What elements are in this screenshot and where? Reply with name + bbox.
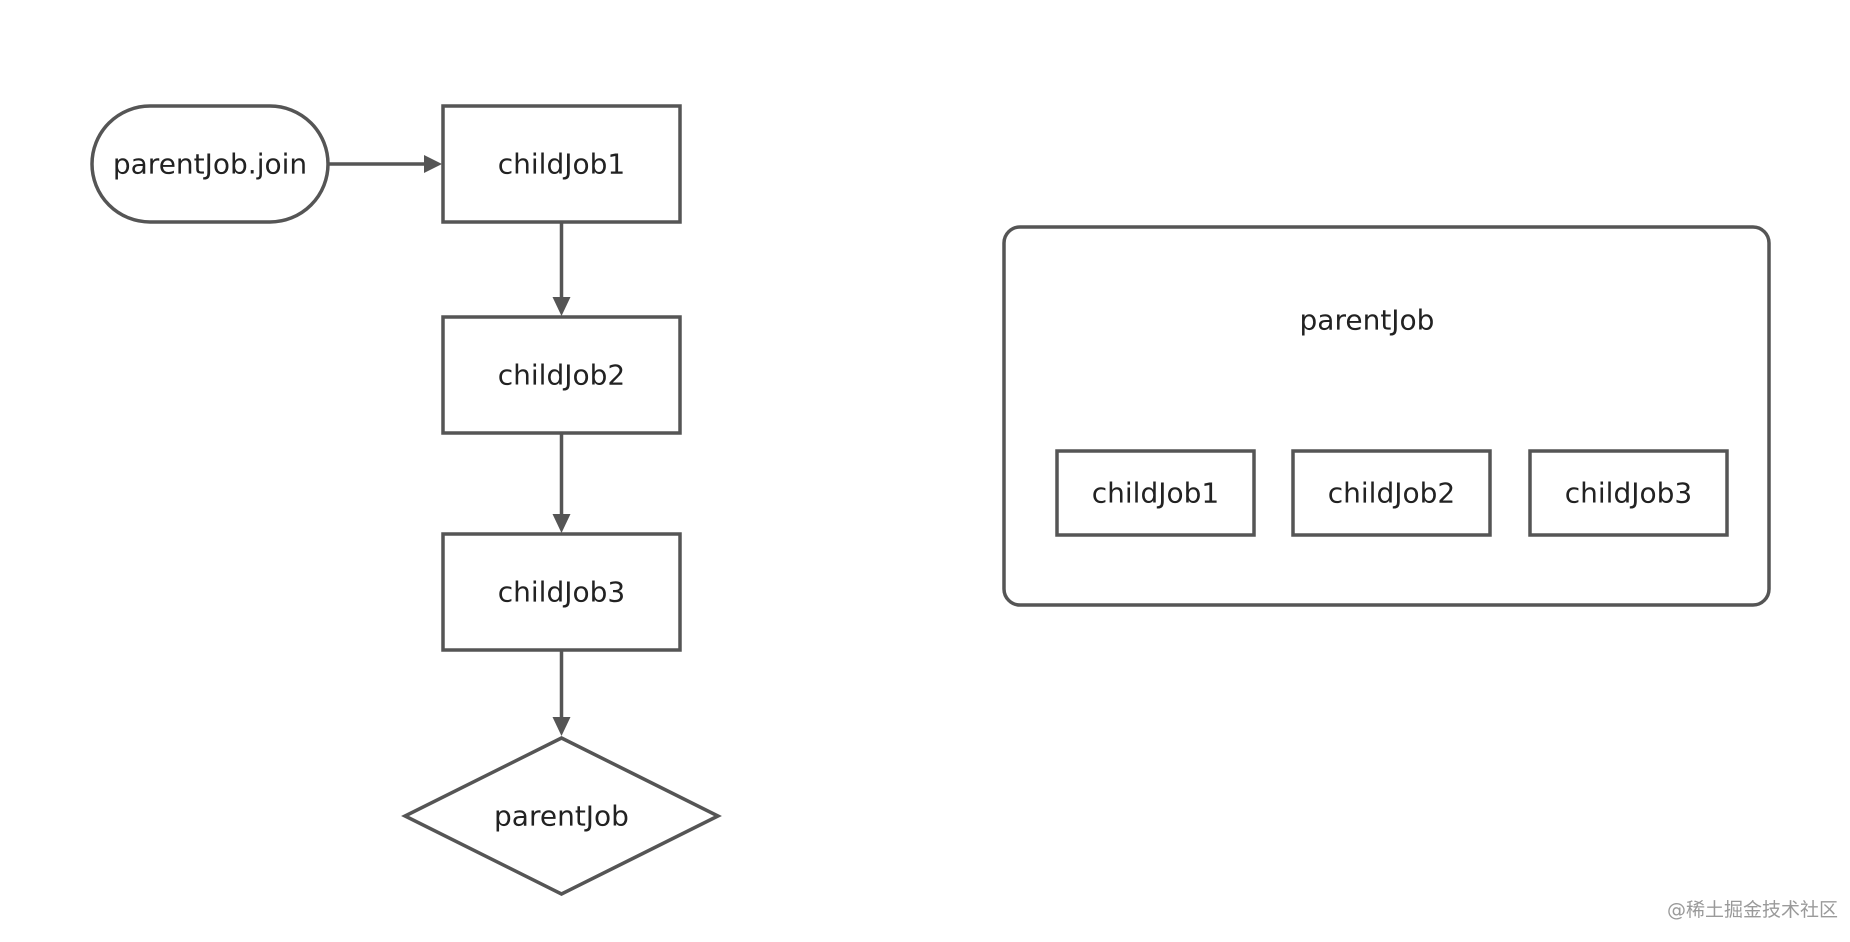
edge-start-to-childjob1 bbox=[328, 155, 442, 173]
flow-node-childjob1-shape bbox=[441, 104, 682, 224]
arrowhead-icon bbox=[424, 155, 442, 173]
edge-childjob2-to-childjob3 bbox=[552, 433, 571, 533]
start-node: parentJob.join bbox=[90, 104, 330, 224]
edge-childjob1-to-childjob2 bbox=[552, 222, 571, 316]
parentjob-container-title: parentJob bbox=[1300, 304, 1435, 337]
container-child-childjob3: childJob3 bbox=[1528, 449, 1729, 537]
flow-node-childjob3: childJob3 bbox=[441, 532, 682, 652]
watermark-text: @稀土掘金技术社区 bbox=[1667, 899, 1838, 921]
parentjob-container bbox=[1002, 225, 1771, 607]
decision-node: parentJob bbox=[401, 736, 722, 896]
container-child-childjob3-shape bbox=[1528, 449, 1729, 537]
flow-node-childjob2: childJob2 bbox=[441, 315, 682, 435]
flow-node-childjob1-label: childJob1 bbox=[498, 148, 625, 181]
container-child-childjob2: childJob2 bbox=[1291, 449, 1492, 537]
parentjob-container-diagram: parentJob childJob1 childJob2 childJob3 bbox=[1002, 225, 1771, 607]
flow-node-childjob2-label: childJob2 bbox=[498, 359, 625, 392]
sequential-flowchart: parentJob.join childJob1 childJob2 bbox=[90, 104, 722, 896]
container-child-childjob1-label: childJob1 bbox=[1092, 477, 1219, 510]
flow-node-childjob1: childJob1 bbox=[441, 104, 682, 224]
start-node-label: parentJob.join bbox=[113, 148, 307, 181]
container-child-childjob3-label: childJob3 bbox=[1565, 477, 1692, 510]
flow-node-childjob3-shape bbox=[441, 532, 682, 652]
decision-node-label: parentJob bbox=[494, 800, 629, 833]
edge-childjob3-to-decision bbox=[552, 650, 571, 736]
arrowhead-icon bbox=[552, 514, 571, 533]
arrowhead-icon bbox=[552, 717, 571, 736]
decision-node-shape bbox=[401, 736, 722, 896]
container-child-childjob2-label: childJob2 bbox=[1328, 477, 1455, 510]
container-child-childjob2-shape bbox=[1291, 449, 1492, 537]
flow-node-childjob3-label: childJob3 bbox=[498, 576, 625, 609]
container-child-childjob1-shape bbox=[1055, 449, 1256, 537]
container-child-childjob1: childJob1 bbox=[1055, 449, 1256, 537]
arrowhead-icon bbox=[552, 297, 571, 316]
